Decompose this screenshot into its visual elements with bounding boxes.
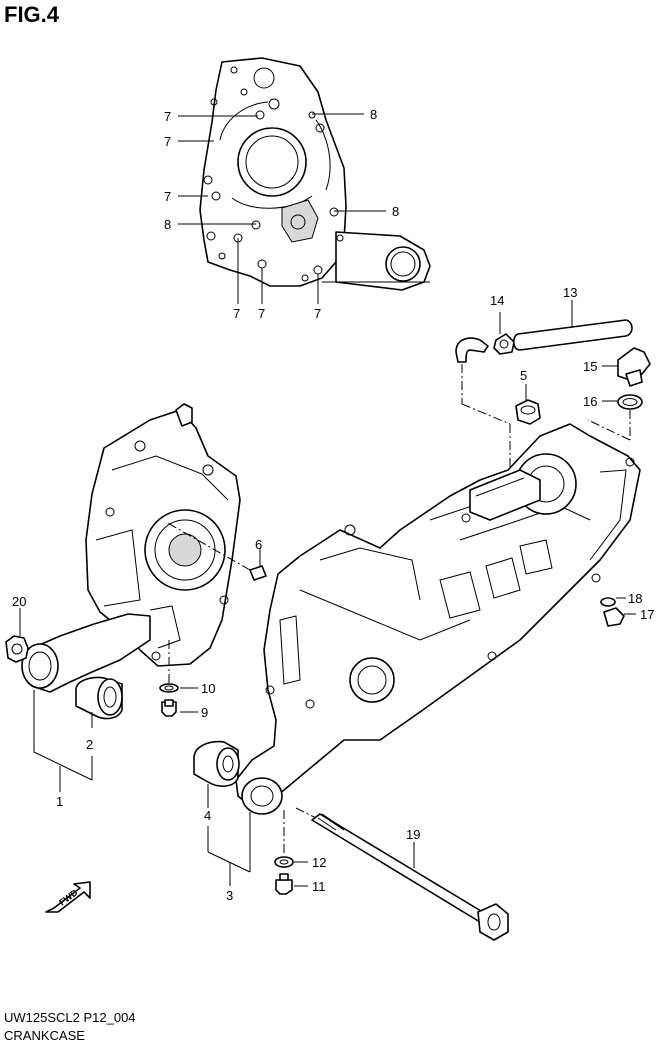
- breather-fitting-part: [455, 337, 511, 470]
- callout-7: 7: [164, 134, 171, 149]
- crankcase-cover-part: [199, 57, 431, 291]
- callout-12: 12: [312, 855, 326, 870]
- callout-6: 6: [255, 537, 262, 552]
- washer-part-10: [159, 683, 198, 693]
- bolt-part-11: [275, 810, 308, 895]
- callout-14: 14: [490, 293, 504, 308]
- grommet-part-5: [515, 384, 541, 425]
- callout-8: 8: [392, 204, 399, 219]
- bolt-part-9: [161, 640, 198, 717]
- washer-part-18: [600, 597, 626, 607]
- callout-7: 7: [164, 109, 171, 124]
- bush-part-4: [193, 740, 240, 787]
- clamp-part-14: [493, 312, 515, 355]
- callout-2: 2: [86, 737, 93, 752]
- callout-7: 7: [258, 306, 265, 321]
- callout-1: 1: [56, 794, 63, 809]
- o-ring-part-16: [587, 394, 643, 441]
- fwd-arrow-icon: FWD: [45, 881, 91, 913]
- callout-10: 10: [201, 681, 215, 696]
- figure-code: UW125SCL2 P12_004: [4, 1010, 136, 1025]
- callout-7: 7: [314, 306, 321, 321]
- figure-caption: CRANKCASE: [4, 1028, 85, 1043]
- washer-part-12: [274, 856, 308, 868]
- callout-18: 18: [628, 591, 642, 606]
- right-crankcase-half-part: [235, 423, 641, 815]
- left-crankcase-half-part: [21, 403, 241, 693]
- bolt-part-19: [295, 807, 509, 941]
- leader-lines-top: [178, 113, 430, 304]
- callout-9: 9: [201, 705, 208, 720]
- callout-19: 19: [406, 827, 420, 842]
- callout-4: 4: [204, 808, 211, 823]
- callout-5: 5: [520, 368, 527, 383]
- bush-part-2: [75, 676, 123, 720]
- callout-7: 7: [164, 189, 171, 204]
- callout-20: 20: [12, 594, 26, 609]
- hose-part-13: [512, 300, 633, 351]
- nut-part-20: [5, 608, 29, 663]
- callout-13: 13: [563, 285, 577, 300]
- callout-11: 11: [312, 879, 326, 894]
- bracket-lines-right: [207, 784, 251, 886]
- dowel-pin-part-6: [165, 521, 267, 581]
- callout-15: 15: [583, 359, 597, 374]
- callout-8: 8: [370, 107, 377, 122]
- figure-title: FIG.4: [4, 2, 60, 27]
- filler-cap-part-15: [602, 347, 651, 387]
- callout-8: 8: [164, 217, 171, 232]
- bracket-lines-left: [33, 690, 93, 792]
- callout-16: 16: [583, 394, 597, 409]
- callout-7: 7: [233, 306, 240, 321]
- callout-17: 17: [640, 607, 654, 622]
- callout-labels: 7 8 7 7 8 8 7 7 7 14 13 15 5 16 6 20 18 …: [12, 107, 654, 903]
- drain-bolt-part-17: [603, 607, 636, 627]
- callout-3: 3: [226, 888, 233, 903]
